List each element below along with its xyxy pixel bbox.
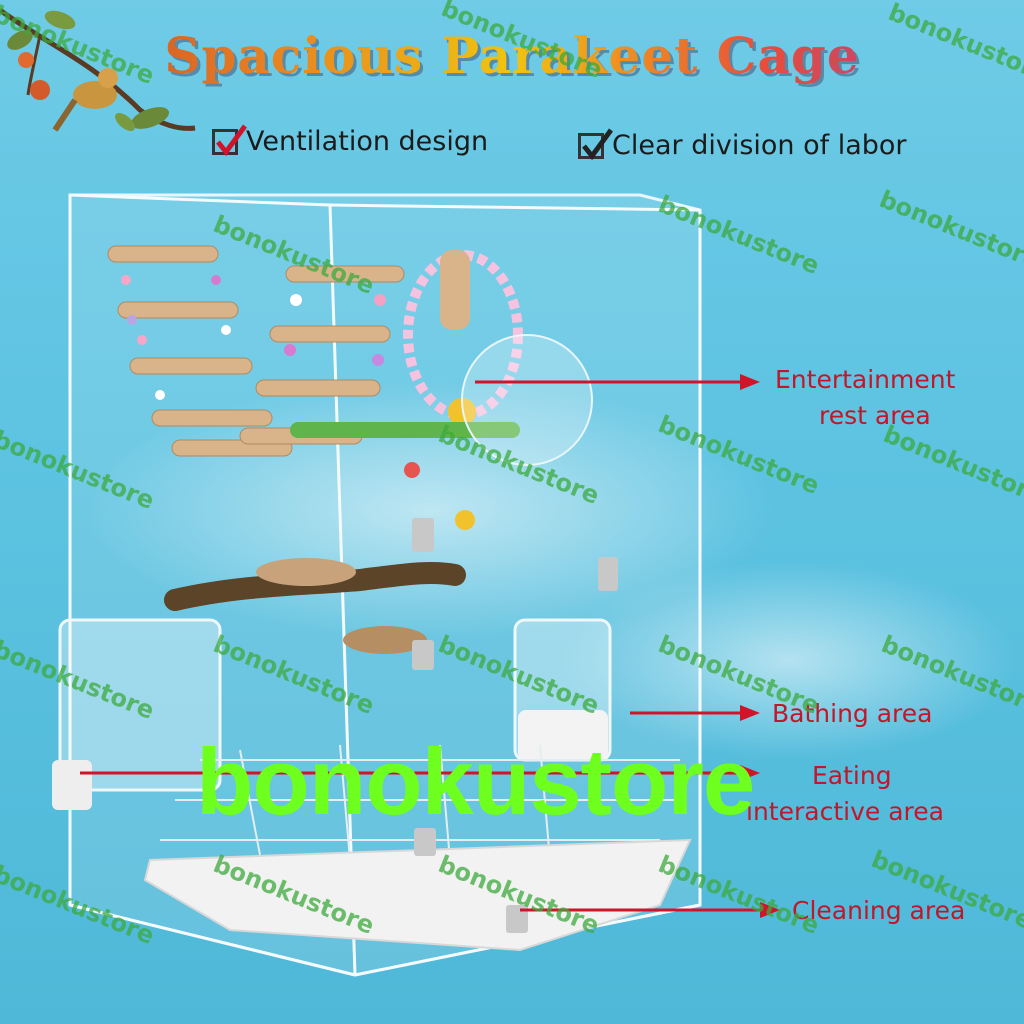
- checkbox-icon: [578, 128, 613, 160]
- callout-line: Cleaning area: [792, 896, 966, 925]
- title-shadow: Spacious Parakeet Cage: [3, 29, 1024, 88]
- background-glow: [560, 560, 1020, 760]
- callout-line: Entertainment: [775, 365, 956, 394]
- feature-label: Ventilation design: [246, 126, 489, 157]
- callout-line: Eating: [812, 761, 892, 790]
- callout-entertainment: Entertainment rest area: [775, 362, 955, 434]
- page-title: Spacious Parakeet Cage: [0, 26, 1024, 85]
- callout-line: rest area: [819, 401, 931, 430]
- feature-label: Clear division of labor: [612, 130, 907, 161]
- callout-line: Bathing area: [772, 699, 933, 728]
- callout-cleaning: Cleaning area: [792, 893, 965, 929]
- branch-bird-decoration: [0, 7, 196, 132]
- callout-eating: Eating interactive area: [746, 758, 944, 830]
- callout-line: interactive area: [746, 797, 944, 826]
- checkbox-icon: [212, 124, 247, 156]
- feature-division: Clear division of labor: [578, 128, 907, 161]
- feature-ventilation: Ventilation design: [212, 124, 489, 157]
- big-watermark: bonokustore: [196, 729, 755, 834]
- callout-bathing: Bathing area: [772, 696, 932, 732]
